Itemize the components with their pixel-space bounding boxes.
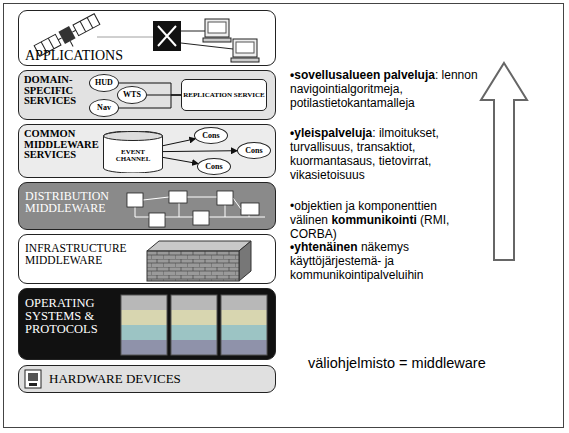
- layer-title: OPERATING SYSTEMS & PROTOCOLS: [25, 297, 117, 335]
- layer-title: DISTRIBUTION MIDDLEWARE: [25, 190, 125, 214]
- bullet-text: •yhtenäinennäkemys käyttöjärjestemä- ja …: [290, 240, 478, 282]
- service-ellipse: WTS: [117, 86, 147, 104]
- node-label: WTS: [123, 91, 141, 99]
- node-label: Cons: [202, 132, 219, 140]
- layer-box: DOMAIN- SPECIFIC SERVICES HUD WTS Nav REPLIC…: [18, 70, 276, 120]
- bullet-text: •yleispalveluja: ilmoitukset, turvallisu…: [290, 126, 478, 182]
- layer-title: HARDWARE DEVICES: [49, 372, 249, 385]
- node-label: Cons: [205, 163, 222, 171]
- layer-title: APPLICATIONS: [25, 49, 225, 63]
- layer-box: INFRASTRUCTURE MIDDLEWARE: [18, 234, 276, 284]
- connector: [163, 150, 237, 152]
- layer-title: DOMAIN- SPECIFIC SERVICES: [24, 75, 90, 107]
- consumer-ellipse: Cons: [194, 127, 228, 144]
- bullet-text: •objektien ja komponenttien välinenkommu…: [290, 199, 478, 241]
- connector: [163, 157, 198, 163]
- note-text: väliohjelmisto = middleware: [308, 355, 486, 371]
- layer-box: OPERATING SYSTEMS & PROTOCOLS: [18, 288, 276, 360]
- note-text: •sovellusalueen palveluja: [290, 68, 435, 82]
- node-label: EVENT CHANNEL: [103, 149, 163, 163]
- node-label: HUD: [95, 79, 113, 87]
- layer-box: COMMON MIDDLEWARE SERVICESEVENT CHANNEL C…: [18, 124, 276, 178]
- up-arrow: [478, 60, 530, 265]
- event-channel-cylinder: EVENT CHANNEL: [103, 131, 163, 173]
- connector: [163, 139, 195, 146]
- bullet-text: väliohjelmisto = middleware: [308, 355, 508, 372]
- node-label: Nav: [97, 104, 111, 112]
- consumer-ellipse: Cons: [237, 142, 271, 159]
- layer-box: APPLICATIONS: [18, 10, 276, 66]
- note-text: kommunikointi: [331, 213, 416, 227]
- note-text: •yhtenäinen: [290, 240, 358, 254]
- layer-title: COMMON MIDDLEWARE SERVICES: [24, 129, 104, 161]
- consumer-ellipse: Cons: [197, 158, 231, 175]
- bullet-text: •sovellusalueen palveluja: lennon navigo…: [290, 68, 478, 110]
- service-ellipse: HUD: [89, 74, 119, 92]
- layer-title: INFRASTRUCTURE MIDDLEWARE: [25, 243, 147, 266]
- layer-box: HARDWARE DEVICES: [18, 365, 276, 393]
- service-ellipse: Nav: [89, 99, 119, 117]
- layer-box: DISTRIBUTION MIDDLEWARE: [18, 182, 276, 230]
- service-box: REPLICATION SERVICE: [181, 79, 267, 111]
- node-label: Cons: [245, 147, 262, 155]
- note-text: •yleispalveluja: [290, 126, 372, 140]
- node-label: REPLICATION SERVICE: [183, 92, 265, 99]
